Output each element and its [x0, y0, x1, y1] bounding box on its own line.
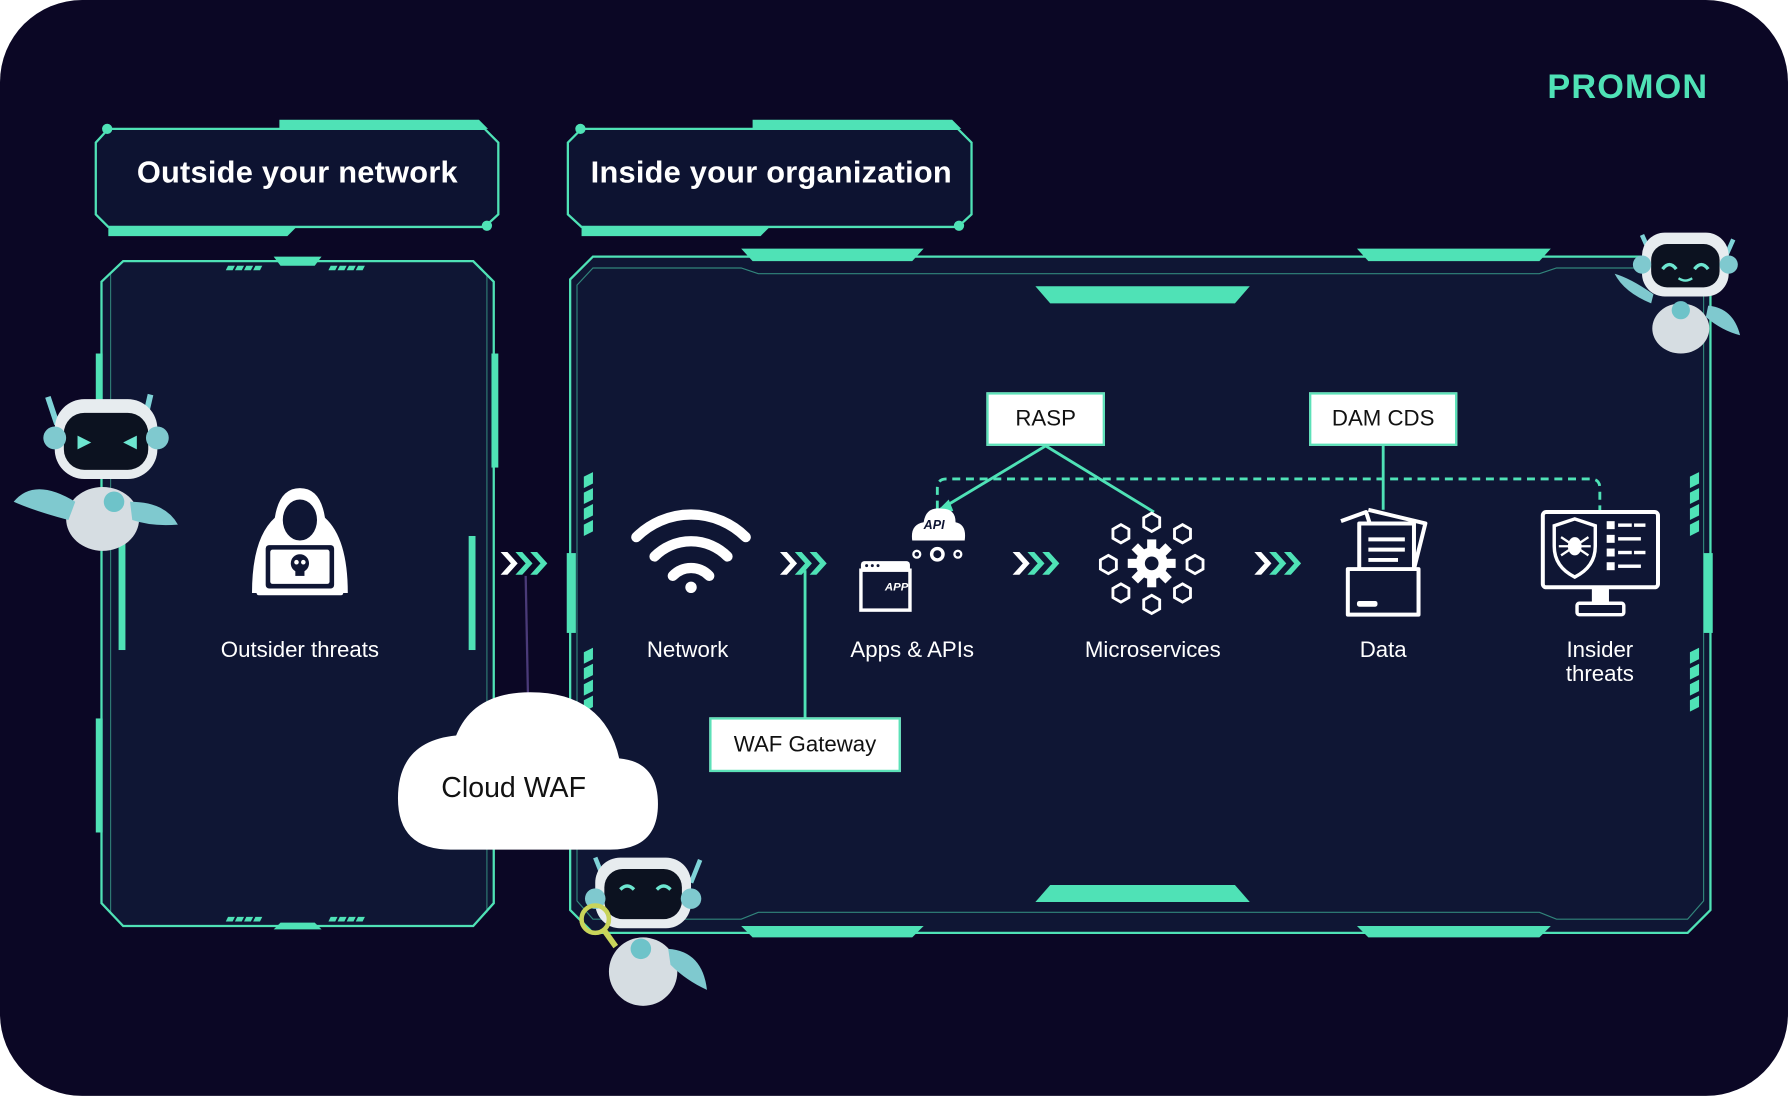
chevrons-icon — [500, 551, 1302, 575]
insider-monitor-icon — [1540, 510, 1660, 617]
api-label: API — [923, 518, 945, 533]
promon-logo: PROMON — [1547, 68, 1709, 107]
rasp-box: RASP — [986, 392, 1105, 446]
api-cloud-icon — [911, 508, 966, 562]
robot-mascot-icon — [1614, 232, 1741, 354]
waf-gateway-box: WAF Gateway — [709, 717, 901, 773]
outside-header-frame — [94, 119, 500, 237]
outside-network-heading: Outside your network — [136, 155, 458, 190]
wifi-icon — [631, 509, 751, 594]
outsider-threats-label: Outsider threats — [220, 637, 379, 663]
microservices-gear-icon — [1098, 511, 1205, 616]
inside-organization-heading: Inside your organization — [590, 155, 952, 190]
hacker-icon — [252, 488, 348, 596]
microservices-label: Microservices — [1084, 637, 1221, 663]
app-window-icon — [859, 561, 912, 612]
robot-mascot-icon — [13, 393, 178, 551]
documents-folder-icon — [1340, 507, 1428, 617]
robot-mascot-icon — [579, 856, 707, 1006]
app-label: APP — [884, 581, 909, 595]
insider-threats-line2: threats — [1565, 661, 1634, 687]
inside-header-frame — [566, 119, 973, 237]
dam-cds-box: DAM CDS — [1309, 392, 1458, 446]
insider-threats-label: Insider threats — [1565, 637, 1634, 687]
data-label: Data — [1359, 637, 1407, 663]
inside-panel — [566, 248, 1713, 938]
cloud-waf-label: Cloud WAF — [441, 772, 586, 804]
connectors — [524, 444, 1602, 719]
network-label: Network — [646, 637, 729, 663]
cloud-waf-shape — [397, 692, 658, 850]
insider-threats-line1: Insider — [1566, 637, 1634, 663]
apps-apis-label: Apps & APIs — [850, 637, 975, 663]
